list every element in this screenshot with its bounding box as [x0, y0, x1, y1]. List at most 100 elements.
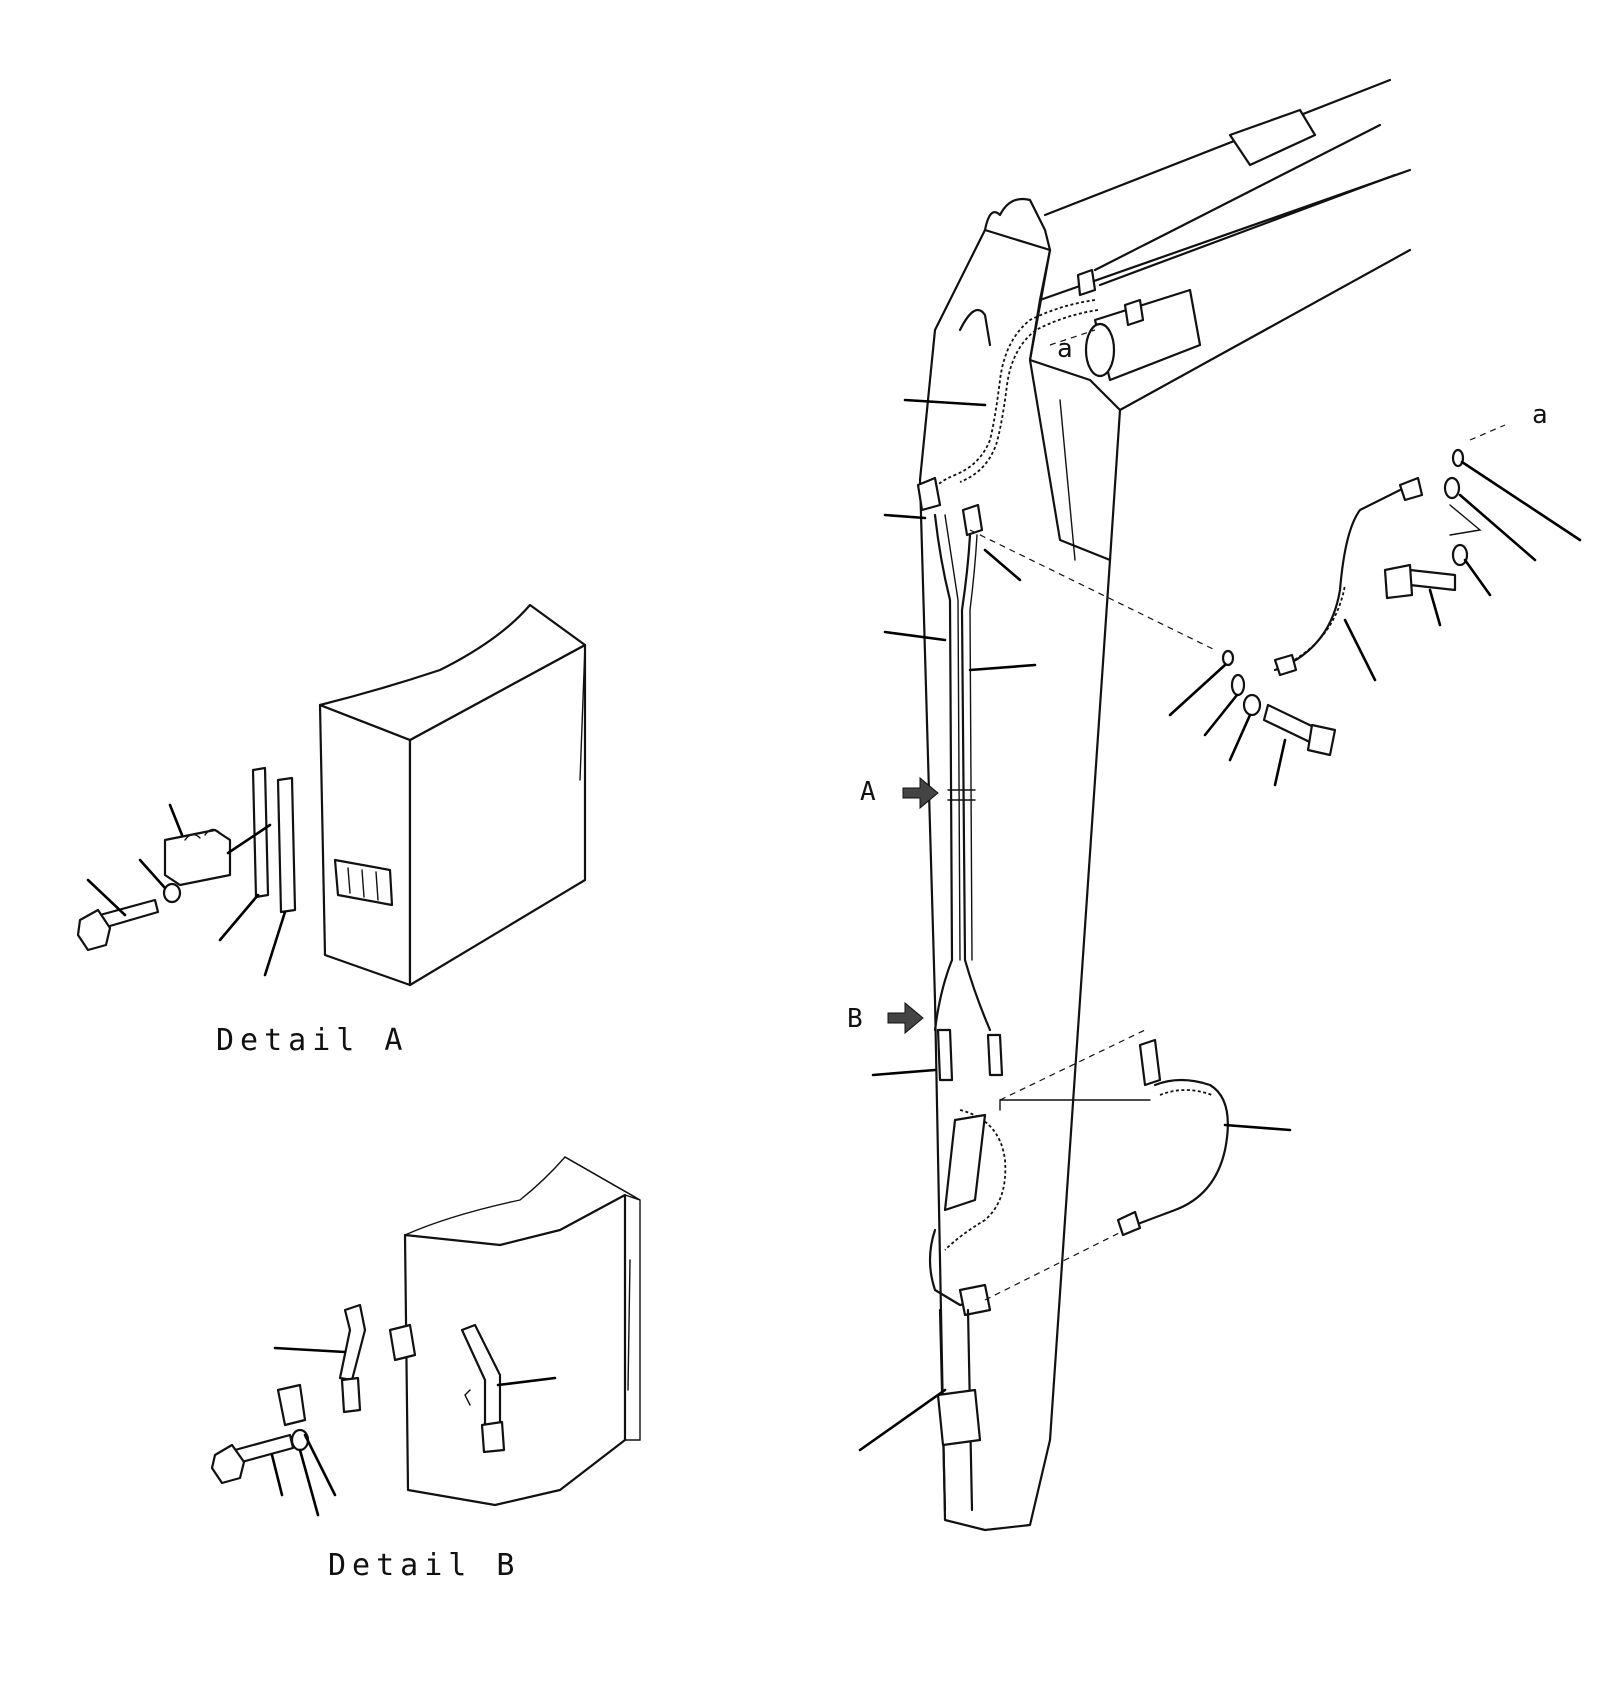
- connection-line-lower-right: [984, 1224, 1136, 1301]
- cylinder-clamp-upper: [1076, 268, 1097, 297]
- detail-a-plate-2: [276, 776, 297, 914]
- detail-a-leader-washer: [138, 858, 167, 890]
- leader-clamp-left: [883, 513, 927, 520]
- detail-a-leader-plate-1: [218, 893, 260, 942]
- leader-bolt-b: [1428, 588, 1442, 627]
- detail-a-bracket-slots: [347, 867, 379, 901]
- leader-flange-a: [1203, 693, 1239, 737]
- connection-line-small: [999, 1099, 1151, 1111]
- boom-cylinder-rod: [1093, 123, 1382, 272]
- lower-hose-bend: [928, 1228, 987, 1307]
- arm-cylinder-pin: [1084, 322, 1116, 378]
- detail-b-hose-right-tab: [464, 1389, 471, 1406]
- hose-loop-top: [958, 308, 992, 347]
- upper-hose-clamp-right: [961, 503, 984, 537]
- bracket-line: [1449, 504, 1482, 536]
- detail-a-block-front: [318, 703, 412, 987]
- fitting-b-left: [936, 1028, 954, 1082]
- leader-hose-right: [968, 663, 1037, 672]
- detail-b-hose-left-fitting: [340, 1376, 362, 1414]
- detail-b-block-edge: [564, 1156, 641, 1441]
- connection-line-b-lower: [999, 1029, 1146, 1101]
- detail-b-block-front: [403, 1193, 627, 1507]
- hose-band-a: [947, 789, 976, 801]
- boom-cylinder-rod-2: [1098, 173, 1397, 287]
- cylinder-clamp-lower: [1123, 298, 1145, 327]
- coiled-hose-upper: [929, 299, 1096, 496]
- washer-b: [1451, 543, 1469, 567]
- split-flange-a: [1230, 673, 1246, 697]
- detail-b-caption: Detail B: [328, 1548, 521, 1583]
- detail-b-hose-left: [338, 1303, 367, 1382]
- leader-flange-b: [1458, 493, 1537, 562]
- leader-bucket-cylinder: [858, 1388, 947, 1452]
- detail-b: Detail B: [210, 1156, 641, 1583]
- arm-top-bracket: [983, 197, 1052, 252]
- leader-lines-right: [858, 398, 1582, 1452]
- long-hose-left: [933, 513, 954, 1032]
- detail-b-elbow-fitting: [388, 1323, 417, 1362]
- long-hose-left-2: [944, 514, 961, 961]
- detail-a-clamp: [163, 828, 232, 887]
- detail-b-leader-bolt: [270, 1453, 284, 1497]
- leader-hose-left: [883, 630, 947, 642]
- detail-a-caption: Detail A: [216, 1023, 409, 1058]
- hose-upper-exploded-coil: [1284, 584, 1346, 666]
- leader-hose-lower-exploded: [1223, 1123, 1292, 1132]
- hose-end-fitting-b: [1398, 476, 1424, 502]
- leader-coil-upper: [903, 398, 987, 407]
- hose-lower-exploded: [1133, 1078, 1229, 1227]
- detail-a-block-top: [318, 603, 587, 742]
- hose-end-fitting-a: [1273, 653, 1298, 677]
- split-flange-b: [1443, 476, 1461, 500]
- bolt-b-head: [1383, 563, 1414, 600]
- bolt-a-head: [1306, 723, 1337, 757]
- boom-bottom-edge: [1118, 248, 1412, 412]
- hose-lower-exploded-coil: [1159, 1089, 1213, 1096]
- detail-a-washer: [162, 882, 182, 904]
- detail-b-bracket: [276, 1383, 307, 1427]
- leader-fitting-b: [871, 1068, 937, 1077]
- lower-bracket: [943, 1113, 987, 1212]
- detail-b-block-top: [404, 1156, 641, 1236]
- detail-a-bolt-head: [76, 908, 112, 952]
- detail-a-leader-bolt: [86, 878, 127, 917]
- connection-line-upper-right: [969, 529, 1216, 651]
- washer-a: [1242, 693, 1262, 717]
- detail-b-leader-washer: [298, 1448, 320, 1517]
- arm-ridge: [1028, 248, 1112, 562]
- boom-upper-edge: [1043, 78, 1392, 217]
- o-ring-small: [1221, 649, 1235, 667]
- detail-a-leader-clamp: [168, 803, 184, 837]
- detail-a-bolt-shank: [98, 898, 160, 930]
- detail-b-leader-hose-left: [273, 1346, 347, 1354]
- lower-exploded-fitting-top: [1138, 1038, 1162, 1087]
- upper-hose-clamp-left: [916, 476, 942, 512]
- detail-a-leader-plate-2: [263, 910, 287, 977]
- detail-a: Detail A: [76, 603, 587, 1058]
- view-b-label: B: [847, 1004, 863, 1034]
- view-arrow-a: A: [860, 776, 939, 810]
- exploded-parts-upper: [1221, 448, 1482, 757]
- leader-clamp-right: [983, 548, 1022, 582]
- leader-o-ring-small: [1168, 663, 1227, 717]
- detail-a-clamp-slots: [184, 828, 221, 841]
- arm-outline: [918, 228, 1122, 1532]
- view-a-label: A: [860, 777, 876, 807]
- fitting-b-right: [986, 1033, 1004, 1077]
- bolt-b: [1408, 568, 1457, 592]
- detail-b-leader-bracket: [303, 1433, 337, 1497]
- detail-b-block-hidden: [627, 1259, 631, 1391]
- detail-b-hose-right-fitting: [480, 1420, 506, 1454]
- leader-bolt-a: [1273, 738, 1287, 787]
- boom-cylinder-body: [1228, 108, 1317, 167]
- connection-line-a-upper: [1049, 329, 1096, 346]
- lower-fitting: [958, 1283, 992, 1317]
- detail-b-leader-hose-right: [496, 1376, 557, 1387]
- o-ring-right: [1451, 448, 1465, 468]
- long-hose-right: [960, 533, 992, 1032]
- long-hose-right-2: [969, 534, 978, 961]
- detail-b-washer: [290, 1428, 310, 1452]
- exploded-parts-lower: [1116, 1038, 1229, 1237]
